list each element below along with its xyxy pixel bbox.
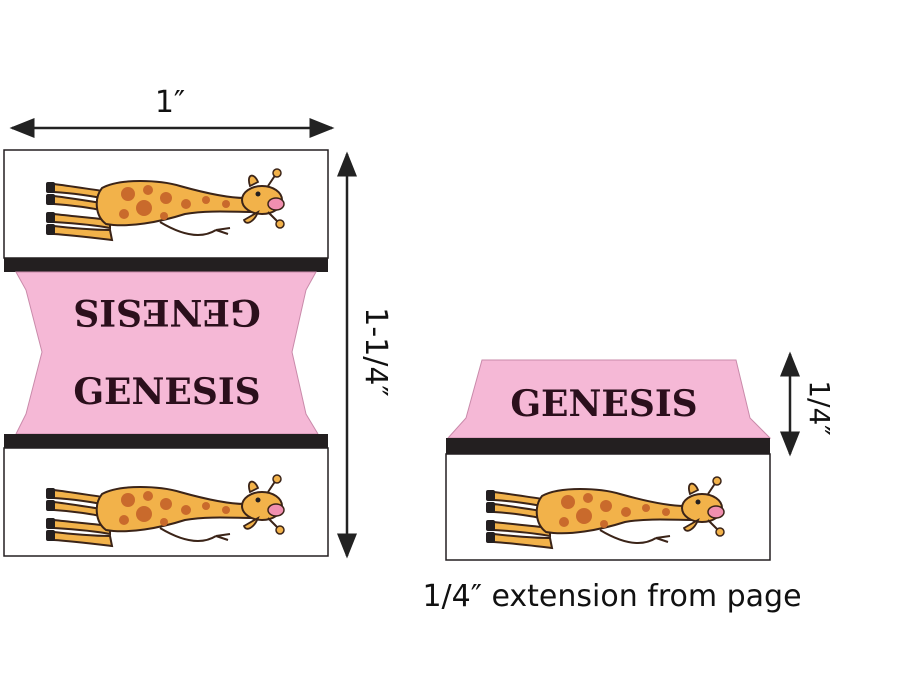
folded-tab-band	[446, 438, 770, 454]
tab-fold-band-bottom	[4, 434, 328, 448]
folded-tab-label: GENESIS	[510, 383, 697, 425]
tab-height-label: 1/4″	[803, 380, 836, 436]
extension-caption: 1/4″ extension from page	[422, 579, 801, 614]
tab-fold-band-top	[4, 258, 328, 272]
height-label: 1-1/4″	[358, 307, 393, 396]
width-label: 1″	[155, 85, 185, 120]
tab-label-upside-down: GENESIS	[73, 291, 260, 333]
tab-label: GENESIS	[73, 371, 260, 413]
